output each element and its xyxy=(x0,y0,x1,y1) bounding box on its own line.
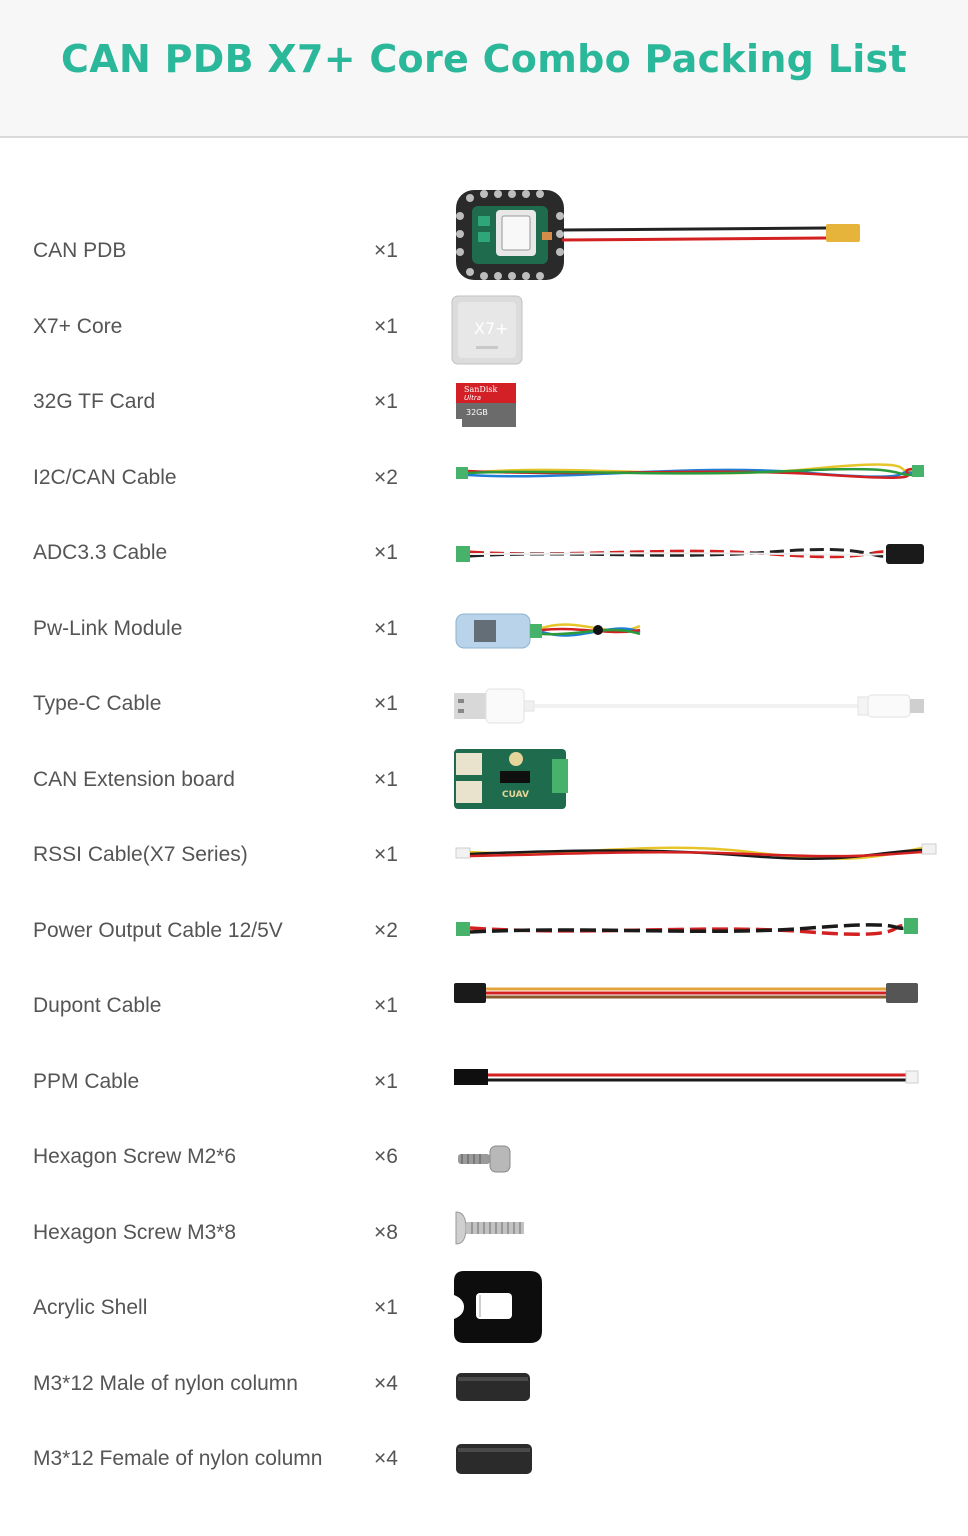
list-item-rssi-cable: RSSI Cable(X7 Series) ×1 xyxy=(0,826,968,886)
item-quantity: ×1 xyxy=(374,994,398,1017)
item-quantity: ×1 xyxy=(374,692,398,715)
item-name: 32G TF Card xyxy=(33,390,156,413)
item-name: I2C/CAN Cable xyxy=(33,466,177,489)
page-title: CAN PDB X7+ Core Combo Packing List xyxy=(61,37,907,81)
item-quantity: ×8 xyxy=(374,1221,398,1244)
item-name: Acrylic Shell xyxy=(33,1296,148,1319)
item-quantity: ×1 xyxy=(374,315,398,338)
list-item-female-nylon-column: M3*12 Female of nylon column ×4 xyxy=(0,1430,968,1490)
card-brand: SanDisk xyxy=(464,385,497,394)
item-name: CAN Extension board xyxy=(33,768,235,791)
m3-screw-image xyxy=(455,1211,524,1245)
adc-cable-image xyxy=(456,544,924,564)
item-quantity: ×1 xyxy=(374,239,398,262)
item-quantity: ×1 xyxy=(374,1296,398,1319)
item-name: Power Output Cable 12/5V xyxy=(33,919,283,942)
item-quantity: ×1 xyxy=(374,390,398,413)
x7-core-image: X7+ xyxy=(451,295,523,365)
list-item-can-pdb: CAN PDB ×1 xyxy=(0,190,968,282)
list-item-screw-m2: Hexagon Screw M2*6 ×6 xyxy=(0,1128,968,1188)
item-name: RSSI Cable(X7 Series) xyxy=(33,843,248,866)
dupont-cable-image xyxy=(454,983,918,1003)
item-name: ADC3.3 Cable xyxy=(33,541,168,564)
ppm-cable-image xyxy=(454,1069,919,1085)
list-item-tf-card: 32G TF Card ×1 SanDisk Ultra 32GB xyxy=(0,373,968,433)
card-line: Ultra xyxy=(464,394,481,402)
list-item-can-extension-board: CAN Extension board ×1 CUAV xyxy=(0,749,968,811)
can-pdb-image xyxy=(456,190,860,280)
list-item-pw-link: Pw-Link Module ×1 xyxy=(0,600,968,660)
list-item-ppm-cable: PPM Cable ×1 xyxy=(0,1053,968,1113)
item-quantity: ×2 xyxy=(374,466,398,489)
list-item-i2c-can-cable: I2C/CAN Cable ×2 xyxy=(0,449,968,509)
item-quantity: ×1 xyxy=(374,617,398,640)
type-c-cable-image xyxy=(454,688,924,724)
item-quantity: ×6 xyxy=(374,1145,398,1168)
item-name: PPM Cable xyxy=(33,1070,140,1093)
tf-card-image: SanDisk Ultra 32GB xyxy=(456,383,516,427)
item-name: CAN PDB xyxy=(33,239,127,262)
page-header: CAN PDB X7+ Core Combo Packing List xyxy=(0,0,968,138)
female-nylon-column-image xyxy=(456,1444,532,1474)
pw-link-image xyxy=(455,613,641,649)
can-extension-board-image: CUAV xyxy=(454,749,568,809)
item-name: X7+ Core xyxy=(33,315,123,338)
male-nylon-column-image xyxy=(456,1373,530,1401)
item-quantity: ×1 xyxy=(374,541,398,564)
item-name: Hexagon Screw M3*8 xyxy=(33,1221,237,1244)
list-item-type-c-cable: Type-C Cable ×1 xyxy=(0,675,968,735)
list-item-adc-cable: ADC3.3 Cable ×1 xyxy=(0,524,968,584)
m2-screw-image xyxy=(458,1145,511,1173)
item-quantity: ×4 xyxy=(374,1447,398,1470)
item-name: M3*12 Female of nylon column xyxy=(33,1447,323,1470)
power-output-cable-image xyxy=(456,918,918,936)
list-item-x7-core: X7+ Core ×1 X7+ xyxy=(0,295,968,365)
item-quantity: ×1 xyxy=(374,843,398,866)
item-name: Hexagon Screw M2*6 xyxy=(33,1145,237,1168)
list-item-male-nylon-column: M3*12 Male of nylon column ×4 xyxy=(0,1355,968,1415)
core-label: X7+ xyxy=(474,319,509,338)
rssi-cable-image xyxy=(455,843,937,860)
item-name: M3*12 Male of nylon column xyxy=(33,1372,298,1395)
list-item-power-output-cable: Power Output Cable 12/5V ×2 xyxy=(0,902,968,962)
item-quantity: ×1 xyxy=(374,1070,398,1093)
item-quantity: ×2 xyxy=(374,919,398,942)
board-label: CUAV xyxy=(502,790,529,800)
item-name: Dupont Cable xyxy=(33,994,162,1017)
item-name: Type-C Cable xyxy=(33,692,162,715)
i2c-can-cable-image xyxy=(456,463,924,479)
acrylic-shell-image xyxy=(454,1271,542,1343)
list-item-dupont-cable: Dupont Cable ×1 xyxy=(0,977,968,1037)
card-capacity: 32GB xyxy=(466,408,488,417)
list-item-screw-m3: Hexagon Screw M3*8 ×8 xyxy=(0,1204,968,1264)
item-quantity: ×4 xyxy=(374,1372,398,1395)
item-quantity: ×1 xyxy=(374,768,398,791)
list-item-acrylic-shell: Acrylic Shell ×1 xyxy=(0,1271,968,1343)
item-name: Pw-Link Module xyxy=(33,617,183,640)
